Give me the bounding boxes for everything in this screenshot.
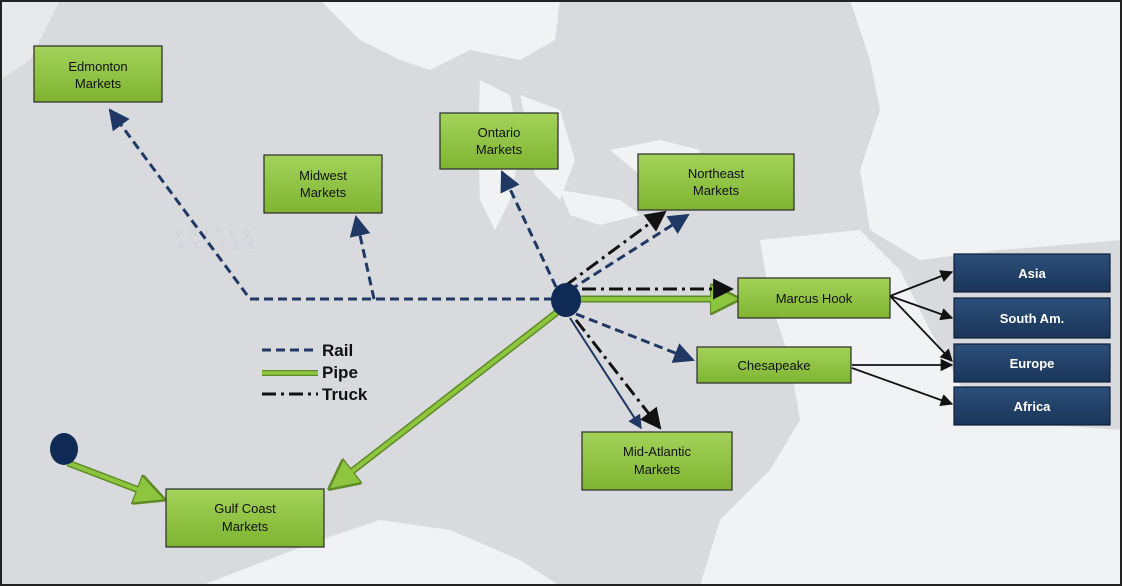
node-label: Chesapeake (738, 358, 811, 373)
pipe-route-west-to-gulf-coast-fill (67, 461, 161, 500)
destination-asia[interactable]: Asia (953, 253, 1111, 293)
node-label: Gulf Coast (214, 501, 276, 516)
export-destinations: Asia South Am. Europe Africa (953, 253, 1111, 426)
export-route-marcus-hook-to-south-am (889, 295, 954, 321)
destination-label: Africa (1014, 399, 1052, 414)
truck-routes (564, 210, 735, 430)
export-route-chesapeake-to-africa (851, 367, 954, 407)
node-label: Ontario (478, 125, 521, 140)
node-label: Marcus Hook (776, 291, 853, 306)
legend-truck-label: Truck (322, 385, 368, 404)
map-region-label: U N I T E D (175, 228, 254, 238)
node-chesapeake[interactable]: Chesapeake (696, 346, 852, 384)
export-routes (851, 270, 954, 407)
node-label: Northeast (688, 166, 745, 181)
node-label: Mid-Atlantic (623, 444, 691, 459)
node-label: Midwest (299, 168, 347, 183)
node-label: Markets (300, 185, 347, 200)
node-label: Edmonton (68, 59, 127, 74)
destination-south-am[interactable]: South Am. (953, 297, 1111, 339)
rail-route-to-edmonton (108, 108, 553, 301)
hub-node-dot (551, 283, 581, 317)
market-nodes: Edmonton Markets Midwest Markets Ontario… (33, 45, 891, 548)
node-northeast-markets[interactable]: Northeast Markets (637, 153, 795, 211)
truck-route-to-northeast (564, 210, 667, 288)
destination-label: Asia (1018, 266, 1046, 281)
export-route-marcus-hook-to-europe (889, 295, 953, 362)
node-label: Markets (693, 183, 740, 198)
node-label: Markets (476, 142, 523, 157)
legend-rail-label: Rail (322, 341, 353, 360)
pipe-route-hub-to-gulf-coast-fill (331, 308, 562, 488)
legend-pipe-label: Pipe (322, 363, 358, 382)
destination-africa[interactable]: Africa (953, 386, 1111, 426)
node-ontario-markets[interactable]: Ontario Markets (439, 112, 559, 170)
map-region-label: S T A T E S (178, 241, 257, 251)
legend: Rail Pipe Truck (262, 341, 368, 404)
truck-route-to-mid-atlantic (574, 319, 662, 430)
rail-route-to-chesapeake (575, 312, 695, 363)
export-route-marcus-hook-to-asia (889, 270, 954, 297)
rail-route-to-northeast (569, 213, 690, 292)
destination-label: Europe (1010, 356, 1055, 371)
destination-label: South Am. (1000, 311, 1065, 326)
node-gulf-coast-markets[interactable]: Gulf Coast Markets (165, 488, 325, 548)
pipe-routes (66, 299, 735, 500)
node-midwest-markets[interactable]: Midwest Markets (263, 154, 383, 214)
node-marcus-hook[interactable]: Marcus Hook (737, 277, 891, 319)
node-label: Markets (634, 462, 681, 477)
node-edmonton-markets[interactable]: Edmonton Markets (33, 45, 163, 103)
destination-europe[interactable]: Europe (953, 343, 1111, 383)
source-node-dot (50, 433, 78, 465)
rail-route-to-mid-atlantic (569, 317, 642, 430)
node-label: Markets (222, 519, 269, 534)
rail-route-to-ontario (500, 170, 558, 288)
node-label: Markets (75, 76, 122, 91)
node-mid-atlantic-markets[interactable]: Mid-Atlantic Markets (581, 431, 733, 491)
rail-routes (108, 108, 695, 430)
